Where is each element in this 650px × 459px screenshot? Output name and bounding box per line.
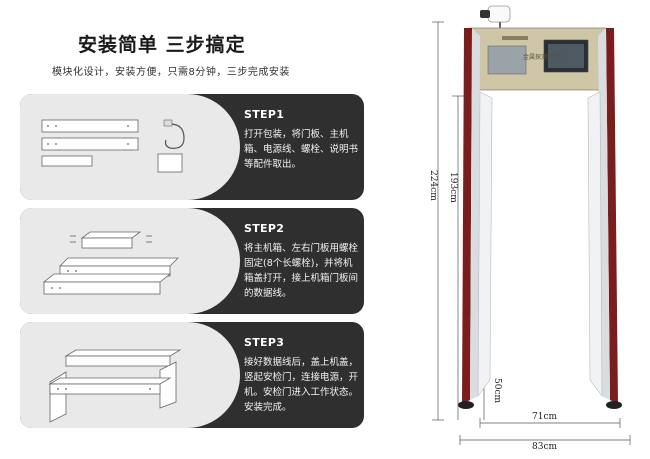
metal-detector-gate: 金属探测安检门 224cm 193cm 50cm 71cm 83cm	[420, 0, 650, 459]
page-subtitle: 模块化设计，安装方便，只需8分钟，三步完成安装	[52, 67, 290, 78]
step2-illustration	[20, 208, 240, 314]
step2-label: STEP2	[244, 222, 285, 235]
gate-panel-text: 金属探测安检门	[522, 54, 565, 61]
step-card-2: STEP2 将主机箱、左右门板用螺栓固定(8个长螺栓)，并将机箱盖打开，接上机箱…	[20, 208, 364, 314]
step-card-1: STEP1 打开包装，将门板、主机箱、电源线、螺栓、说明书等配件取出。	[20, 94, 364, 200]
step1-desc: 打开包装，将门板、主机箱、电源线、螺栓、说明书等配件取出。	[244, 129, 359, 170]
step3-label: STEP3	[244, 336, 285, 349]
step3-illustration	[20, 322, 240, 428]
step-card-3: STEP3 接好数据线后，盖上机盖，竖起安检门，连接电源，开机。安检门进入工作状…	[20, 322, 364, 428]
step1-illustration	[20, 94, 240, 200]
dim-outer-height: 224cm	[428, 170, 438, 201]
dim-outer-width: 83cm	[532, 442, 558, 452]
dim-inner-height: 193cm	[448, 172, 458, 203]
page-title: 安装简单 三步搞定	[78, 34, 246, 56]
step2-desc: 将主机箱、左右门板用螺栓固定(8个长螺栓)，并将机箱盖打开，接上机箱门板间的数据…	[244, 243, 359, 299]
dim-foot: 50cm	[492, 378, 502, 404]
step3-desc: 接好数据线后，盖上机盖，竖起安检门，连接电源，开机。安检门进入工作状态。安装完成…	[244, 357, 359, 413]
step1-label: STEP1	[244, 108, 285, 121]
dim-inner-width: 71cm	[532, 412, 558, 422]
